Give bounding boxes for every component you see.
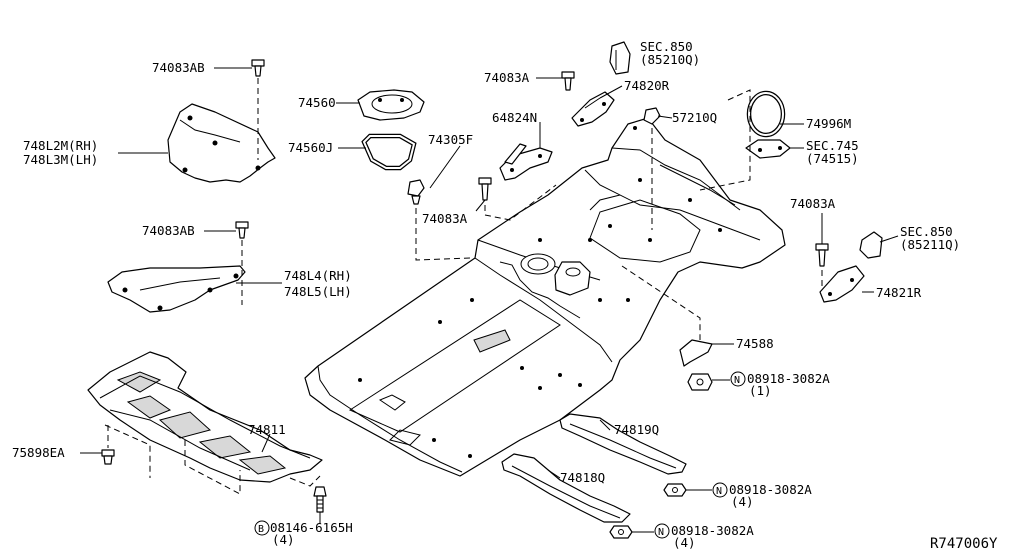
seal-74560j xyxy=(361,133,417,171)
label-74305f: 74305F xyxy=(428,132,473,147)
label-08146-qty: (4) xyxy=(272,532,295,547)
nut-symbol-letter-1: N xyxy=(734,375,740,386)
label-74083a-3: 74083A xyxy=(790,196,836,211)
insulator-748l4 xyxy=(107,265,246,313)
ring-74996m xyxy=(746,90,786,138)
member-74818q xyxy=(501,453,631,523)
bracket-sec745 xyxy=(745,139,791,159)
leader-lines xyxy=(80,67,899,533)
label-74083ab-1: 74083AB xyxy=(152,60,205,75)
nut-symbol-n-3: N xyxy=(654,523,670,539)
label-74560j: 74560J xyxy=(288,140,333,155)
label-74560: 74560 xyxy=(298,95,336,110)
bracket-74820r xyxy=(571,91,615,127)
label-sec745: SEC.745 xyxy=(806,138,859,153)
label-08918-b-qty: (4) xyxy=(731,494,754,509)
label-74996m: 74996M xyxy=(806,116,851,131)
bracket-74821r xyxy=(819,265,865,303)
dash-rear-right xyxy=(699,89,751,191)
label-748l4: 748L4(RH) xyxy=(284,268,352,283)
member-74819q xyxy=(559,413,687,475)
nut-symbol-n-1: N xyxy=(730,371,746,387)
bracket-74588 xyxy=(621,265,713,367)
label-74818q: 74818Q xyxy=(560,470,605,485)
clip-74083ab-mid xyxy=(235,221,249,305)
diagram-id: R747006Y xyxy=(930,536,998,552)
nut-symbol-n-2: N xyxy=(712,482,728,498)
grommet-74305f xyxy=(407,179,471,261)
bolt-08146-6165h xyxy=(313,486,327,513)
bumper-57210q xyxy=(643,107,661,230)
bracket-64824n xyxy=(499,143,553,181)
floor-panel xyxy=(304,117,786,477)
under-cover-74811 xyxy=(87,351,323,495)
label-74083a-2: 74083A xyxy=(422,211,468,226)
nut-symbol-letter-3: N xyxy=(658,527,664,538)
label-57210q: 57210Q xyxy=(672,110,717,125)
label-sec850-b: SEC.850 xyxy=(900,224,953,239)
label-08918-b: 08918-3082A xyxy=(729,482,812,497)
label-74820r: 74820R xyxy=(624,78,670,93)
bolt-74083a-top xyxy=(561,71,575,91)
clip-75898ea xyxy=(101,425,115,465)
label-74811: 74811 xyxy=(248,422,286,437)
label-748l3m: 748L3M(LH) xyxy=(23,152,98,167)
label-sec745-sub: (74515) xyxy=(806,151,859,166)
label-74821r: 74821R xyxy=(876,285,922,300)
nut-symbol-letter-2: N xyxy=(716,486,722,497)
label-08918-c: 08918-3082A xyxy=(671,523,754,538)
label-74588: 74588 xyxy=(736,336,774,351)
bolt-symbol-b: B xyxy=(254,520,270,536)
clip-74083ab-top xyxy=(251,59,265,160)
callout-labels: 74083AB 74560 74560J 748L2M(RH) 748L3M(L… xyxy=(12,39,998,552)
bolt-74083a-left xyxy=(478,177,557,221)
label-08146-6165h: 08146-6165H xyxy=(270,520,353,535)
label-08918-c-qty: (4) xyxy=(673,535,696,550)
label-08918-a-qty: (1) xyxy=(749,383,772,398)
bolt-symbol-letter: B xyxy=(258,524,264,535)
label-74083a-1: 74083A xyxy=(484,70,530,85)
label-74083ab-2: 74083AB xyxy=(142,223,195,238)
label-64824n: 64824N xyxy=(492,110,537,125)
label-748l2m: 748L2M(RH) xyxy=(23,138,98,153)
label-sec850-a: SEC.850 xyxy=(640,39,693,54)
label-748l5: 748L5(LH) xyxy=(284,284,352,299)
nut-74819q xyxy=(663,483,687,497)
label-75898ea: 75898EA xyxy=(12,445,65,460)
label-08918-a: 08918-3082A xyxy=(747,371,830,386)
bolt-74083a-right xyxy=(815,243,829,290)
bracket-sec850-85210q xyxy=(609,41,631,75)
bracket-sec850-85211q xyxy=(859,231,883,259)
nut-74588 xyxy=(687,373,713,391)
label-sec850-a-sub: (85210Q) xyxy=(640,52,700,67)
label-74819q: 74819Q xyxy=(614,422,659,437)
insulator-748l2m xyxy=(167,103,276,183)
service-cover-74560 xyxy=(357,89,425,121)
label-sec850-b-sub: (85211Q) xyxy=(900,237,960,252)
nut-74818q xyxy=(609,525,633,539)
